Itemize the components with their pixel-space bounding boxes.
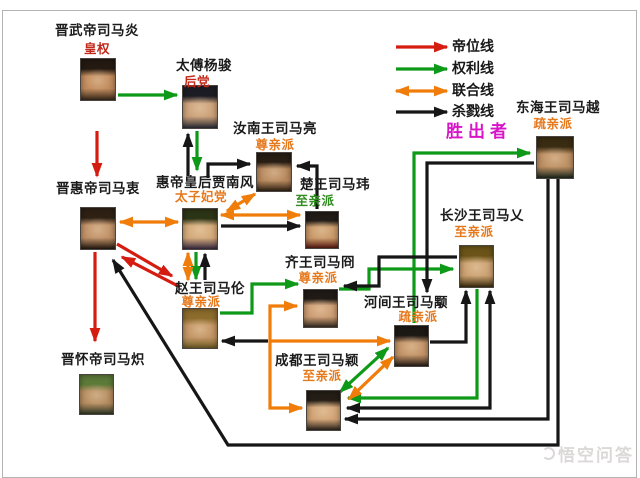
figure-faction-yue: 疏亲派 [533, 116, 573, 131]
figure-faction-yan: 皇权 [83, 41, 111, 56]
figure-faction-yangjun: 后党 [183, 74, 211, 89]
figure-name-yue: 东海王司马越 [516, 100, 600, 116]
edge-b-wei-liang [295, 160, 319, 209]
watermark-text: 悟空问答 [558, 446, 634, 466]
figure-faction-wei: 至亲派 [295, 193, 335, 208]
portrait-yangjun [182, 85, 218, 129]
legend-label-lianhe: 联合线 [452, 83, 494, 99]
legend-label-shalu: 杀戮线 [452, 104, 494, 120]
figure-faction-lun: 尊亲派 [181, 294, 221, 309]
edge-o-coalition-jiong [268, 300, 299, 341]
portrait-zhong [80, 207, 116, 250]
portrait-chi [79, 374, 114, 415]
figure-faction-jiong: 尊亲派 [298, 270, 338, 285]
portrait-liang [256, 152, 292, 192]
portrait-lun [182, 308, 218, 349]
edge-b-yue-zhong [111, 179, 560, 447]
edge-g-yong-yue [412, 147, 532, 323]
portrait-ai [459, 245, 494, 288]
figure-name-jia: 惠帝皇后贾南风 [156, 175, 254, 191]
portrait-ying [306, 390, 341, 431]
portrait-yong [394, 325, 429, 367]
figure-faction-ying: 至亲派 [302, 368, 342, 383]
edge-b-yue-yong [421, 161, 534, 294]
watermark: 悟空问答 [542, 441, 634, 466]
winner-label: 胜出者 [446, 122, 512, 142]
figure-name-yan: 晋武帝司马炎 [55, 23, 139, 39]
legend-label-diwei: 帝位线 [452, 39, 494, 55]
figure-faction-ai: 至亲派 [454, 224, 494, 239]
figure-faction-yong: 疏亲派 [398, 309, 438, 324]
figure-faction-liang: 尊亲派 [255, 137, 295, 152]
portrait-jia [182, 208, 218, 250]
edge-b-ai-jiong [342, 255, 457, 292]
portrait-wei [305, 211, 339, 249]
figure-name-wei: 楚王司马玮 [300, 177, 370, 193]
portrait-yue [536, 136, 574, 179]
edge-g-lun-jiong [220, 278, 300, 315]
figure-name-jiong: 齐王司马冏 [285, 255, 355, 271]
figure-name-chi: 晋怀帝司马炽 [61, 352, 145, 368]
portrait-yan [80, 58, 116, 101]
wukong-logo-icon [542, 447, 555, 460]
edge-r-lun-zhong [120, 255, 181, 289]
edge-r-zhong-lun [116, 242, 174, 278]
figure-faction-jia: 太子妃党 [174, 189, 228, 204]
legend-label-quanli: 权利线 [452, 61, 494, 77]
figure-name-liang: 汝南王司马亮 [233, 121, 317, 137]
figure-name-yangjun: 太傅杨骏 [176, 58, 232, 74]
edge-b-jia-liang [206, 158, 252, 178]
edge-b-yue-ying [343, 179, 550, 425]
figure-name-ying: 成都王司马颖 [275, 353, 359, 369]
figure-name-zhong: 晋惠帝司马衷 [56, 181, 140, 197]
edge-o-coalition-ying [268, 341, 304, 414]
figure-name-ai: 长沙王司马乂 [440, 208, 524, 224]
edge-b-ai-ying [345, 289, 496, 414]
portrait-jiong [303, 289, 338, 328]
edge-o-jia-liang [225, 192, 257, 213]
figure-name-lun: 赵王司马伦 [175, 281, 245, 297]
